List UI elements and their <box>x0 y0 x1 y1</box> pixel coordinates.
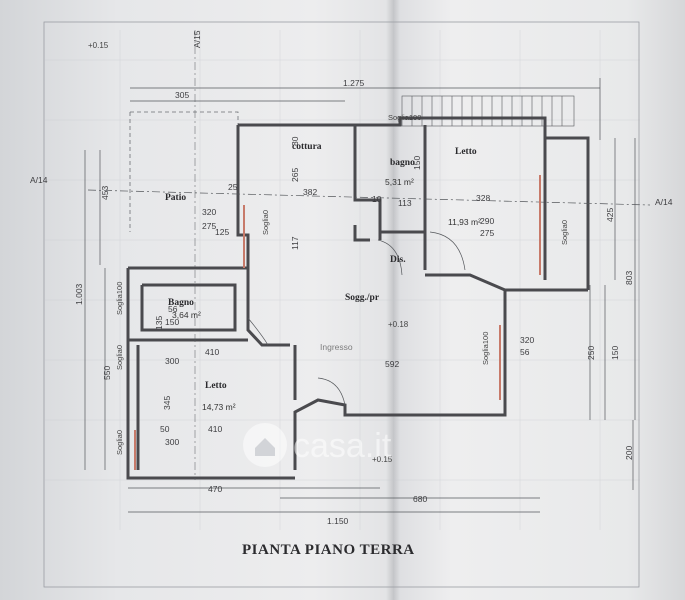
axis-mark-a15: A/15 <box>192 30 202 48</box>
dim-150: 150 <box>165 317 179 327</box>
dim-top-305: 305 <box>175 90 189 100</box>
soglia-label-top: Soglia100 <box>388 113 421 122</box>
dim-382: 382 <box>303 187 317 197</box>
dim-113: 113 <box>398 198 412 208</box>
watermark: casa.it <box>243 423 392 467</box>
dim-290: 290 <box>480 216 494 226</box>
room-area-letto-right: 11,93 m² <box>448 217 481 227</box>
dim-50: 50 <box>160 424 170 434</box>
dim-275: 275 <box>202 221 216 231</box>
dim-320: 320 <box>202 207 216 217</box>
elevation-top: +0.15 <box>88 41 109 50</box>
soglia-label-right: Soglia0 <box>560 220 569 245</box>
dim-25: 25 <box>228 182 238 192</box>
room-label-patio: Patio <box>165 193 186 203</box>
dim-56b: 56 <box>520 347 530 357</box>
dim-300b: 300 <box>165 437 179 447</box>
room-area-letto-left: 14,73 m² <box>202 402 236 412</box>
dimension-lines <box>84 78 636 513</box>
room-label-letto-left: Letto <box>205 381 227 391</box>
stair-steps <box>401 95 575 127</box>
patio-outline <box>129 111 239 232</box>
soglia-label-left-1: Soglia100 <box>115 282 124 315</box>
dim-bottom-680: 680 <box>413 494 427 504</box>
soglia-label-cottura: Soglia0 <box>261 210 270 235</box>
dim-117: 117 <box>290 236 300 250</box>
room-label-letto-right: Letto <box>455 147 477 157</box>
dim-410b: 410 <box>208 424 222 434</box>
dim-10: 10 <box>372 194 382 204</box>
dim-345: 345 <box>162 396 172 410</box>
dim-bottom-470: 470 <box>208 484 222 494</box>
walls <box>126 116 590 480</box>
dim-right-425: 425 <box>605 208 615 222</box>
dim-right-250: 250 <box>586 346 596 360</box>
watermark-text: casa.it <box>293 427 392 465</box>
dim-300: 300 <box>165 356 179 366</box>
room-area-bagno-top: 5,31 m² <box>385 177 414 187</box>
dim-right-200: 200 <box>624 446 634 460</box>
dim-328: 328 <box>476 193 490 203</box>
room-label-ingresso: Ingresso <box>320 342 353 352</box>
dim-30: 30 <box>290 136 300 146</box>
page-title: PIANTA PIANO TERRA <box>242 542 415 558</box>
dim-right-803: 803 <box>624 271 634 285</box>
dim-left-total: 1.003 <box>74 283 84 305</box>
axis-mark-a14-right: A/14 <box>655 197 673 207</box>
dim-150b: 150 <box>412 156 422 170</box>
dim-410: 410 <box>205 347 219 357</box>
room-label-dis: Dis. <box>390 255 406 265</box>
dim-right-150: 150 <box>610 346 620 360</box>
door-swings <box>247 231 466 406</box>
room-area-bagno-left: 3,64 m² <box>172 310 201 320</box>
elevation-center: +0.18 <box>388 320 409 329</box>
dim-bottom-total: 1.150 <box>327 516 349 526</box>
dim-left-453: 453 <box>100 186 110 200</box>
dim-left-550: 550 <box>102 366 112 380</box>
dim-top-total: 1.275 <box>343 78 365 88</box>
dim-592: 592 <box>385 359 399 369</box>
soglia-label-left-2: Soglia0 <box>115 345 124 370</box>
dim-265: 265 <box>290 168 300 182</box>
elevation-bottom: +0.15 <box>372 455 393 464</box>
room-label-bagno-left: Bagno <box>168 298 194 308</box>
dim-275b: 275 <box>480 228 494 238</box>
room-label-soggiorno: Sogg./pr <box>345 293 380 303</box>
dim-135: 135 <box>154 316 164 330</box>
soglia-label-soggiorno: Soglia100 <box>481 332 490 365</box>
room-label-bagno-top: bagno <box>390 158 415 168</box>
room-label-cottura: cottura <box>292 142 322 152</box>
door-accents <box>134 175 541 470</box>
sheet-frame <box>43 21 640 588</box>
section-line-a14 <box>87 189 651 206</box>
dim-56: 56 <box>168 304 178 314</box>
axis-mark-a14-left: A/14 <box>30 175 48 185</box>
dim-320b: 320 <box>520 335 534 345</box>
dim-125: 125 <box>215 227 229 237</box>
soglia-label-left-3: Soglia0 <box>115 430 124 455</box>
